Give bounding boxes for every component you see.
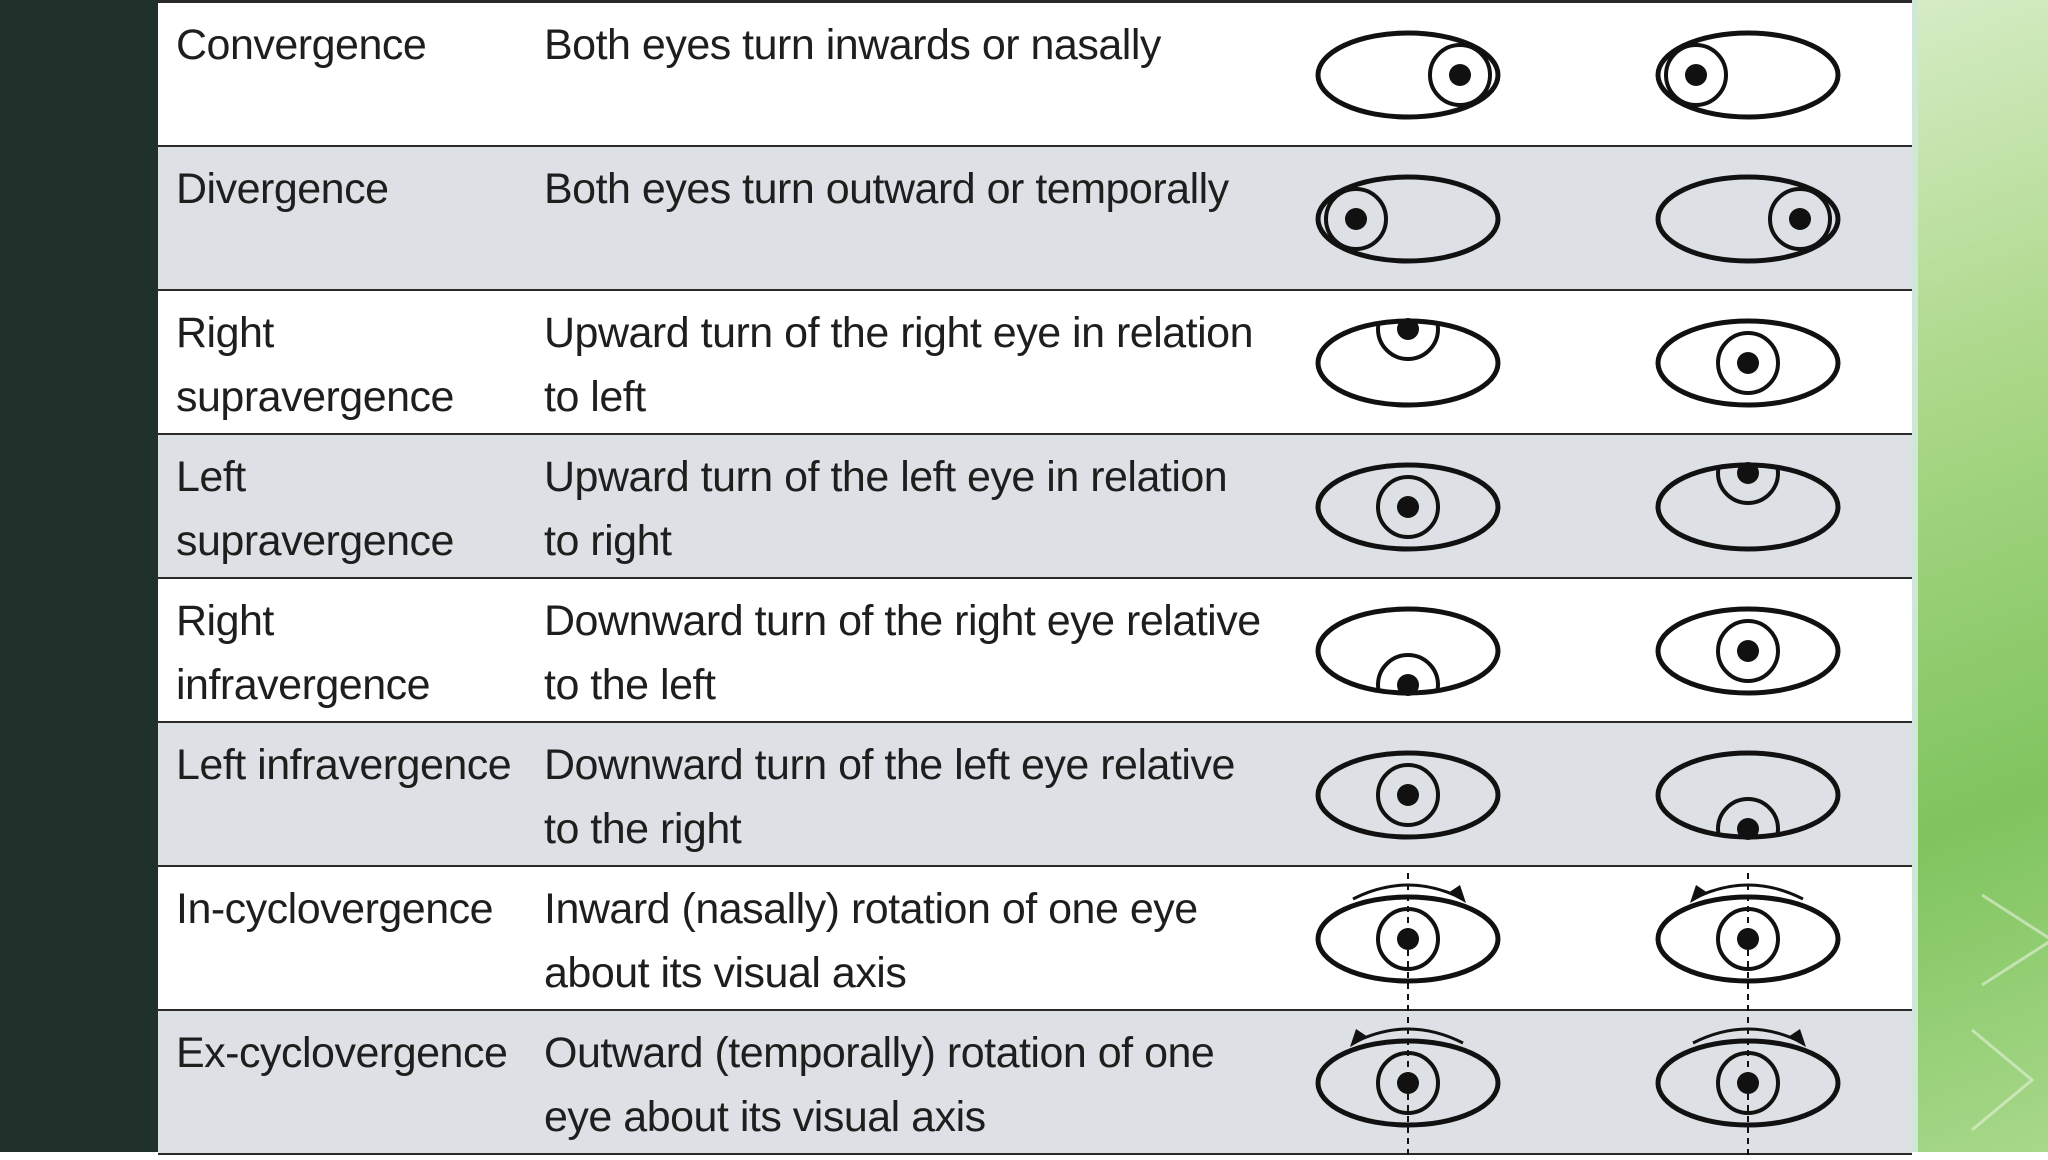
eye-pupil-down-icon	[1298, 579, 1518, 723]
term-cell: Divergence	[176, 165, 389, 213]
decorative-chevrons	[1971, 893, 2048, 1132]
vergence-table: Convergence Both eyes turn inwards or na…	[158, 0, 1912, 1155]
eye-pupil-down-icon	[1638, 723, 1858, 867]
description-cell: Both eyes turn outward or temporally	[544, 165, 1229, 213]
description-cell: Downward turn of the left eye relative t…	[544, 741, 1235, 853]
table-row: Right infravergence Downward turn of the…	[158, 579, 1912, 723]
term-cell: Ex-cyclovergence	[176, 1029, 508, 1077]
eye-pupil-center-icon	[1298, 435, 1518, 579]
table-row: Left supravergence Upward turn of the le…	[158, 435, 1912, 579]
eye-pupil-up-icon	[1638, 435, 1858, 579]
eye-pupil-left-icon	[1298, 147, 1518, 291]
eye-rotate-clockwise-icon	[1638, 1011, 1858, 1155]
eye-pupil-center-icon	[1298, 723, 1518, 867]
description-cell: Downward turn of the right eye relative …	[544, 597, 1261, 709]
eye-rotate-clockwise-icon	[1298, 867, 1518, 1011]
description-cell: Inward (nasally) rotation of one eye abo…	[544, 885, 1198, 997]
eye-pupil-right-icon	[1298, 3, 1518, 147]
panel-edge	[1912, 0, 1918, 1152]
term-cell: Right supravergence	[176, 309, 454, 421]
eye-pupil-left-icon	[1638, 3, 1858, 147]
term-cell: Right infravergence	[176, 597, 431, 709]
term-cell: In-cyclovergence	[176, 885, 494, 933]
eye-rotate-counterclockwise-icon	[1298, 1011, 1518, 1155]
table-row: Convergence Both eyes turn inwards or na…	[158, 3, 1912, 147]
table-row: Divergence Both eyes turn outward or tem…	[158, 147, 1912, 291]
table-row: Right supravergence Upward turn of the r…	[158, 291, 1912, 435]
description-cell: Upward turn of the right eye in relation…	[544, 309, 1254, 421]
description-cell: Upward turn of the left eye in relation …	[544, 453, 1228, 565]
table-row: Left infravergence Downward turn of the …	[158, 723, 1912, 867]
table-row: Ex-cyclovergence Outward (temporally) ro…	[158, 1011, 1912, 1155]
term-cell: Left supravergence	[176, 453, 454, 565]
eye-pupil-center-icon	[1638, 579, 1858, 723]
eye-pupil-center-icon	[1638, 291, 1858, 435]
left-dark-panel	[0, 0, 158, 1152]
term-cell: Convergence	[176, 21, 427, 69]
description-cell: Outward (temporally) rotation of one eye…	[544, 1029, 1215, 1141]
eye-rotate-counterclockwise-icon	[1638, 867, 1858, 1011]
table-row: In-cyclovergence Inward (nasally) rotati…	[158, 867, 1912, 1011]
term-cell: Left infravergence	[176, 741, 512, 789]
eye-pupil-right-icon	[1638, 147, 1858, 291]
right-green-panel	[1912, 0, 2048, 1152]
eye-pupil-up-icon	[1298, 291, 1518, 435]
description-cell: Both eyes turn inwards or nasally	[544, 21, 1161, 69]
